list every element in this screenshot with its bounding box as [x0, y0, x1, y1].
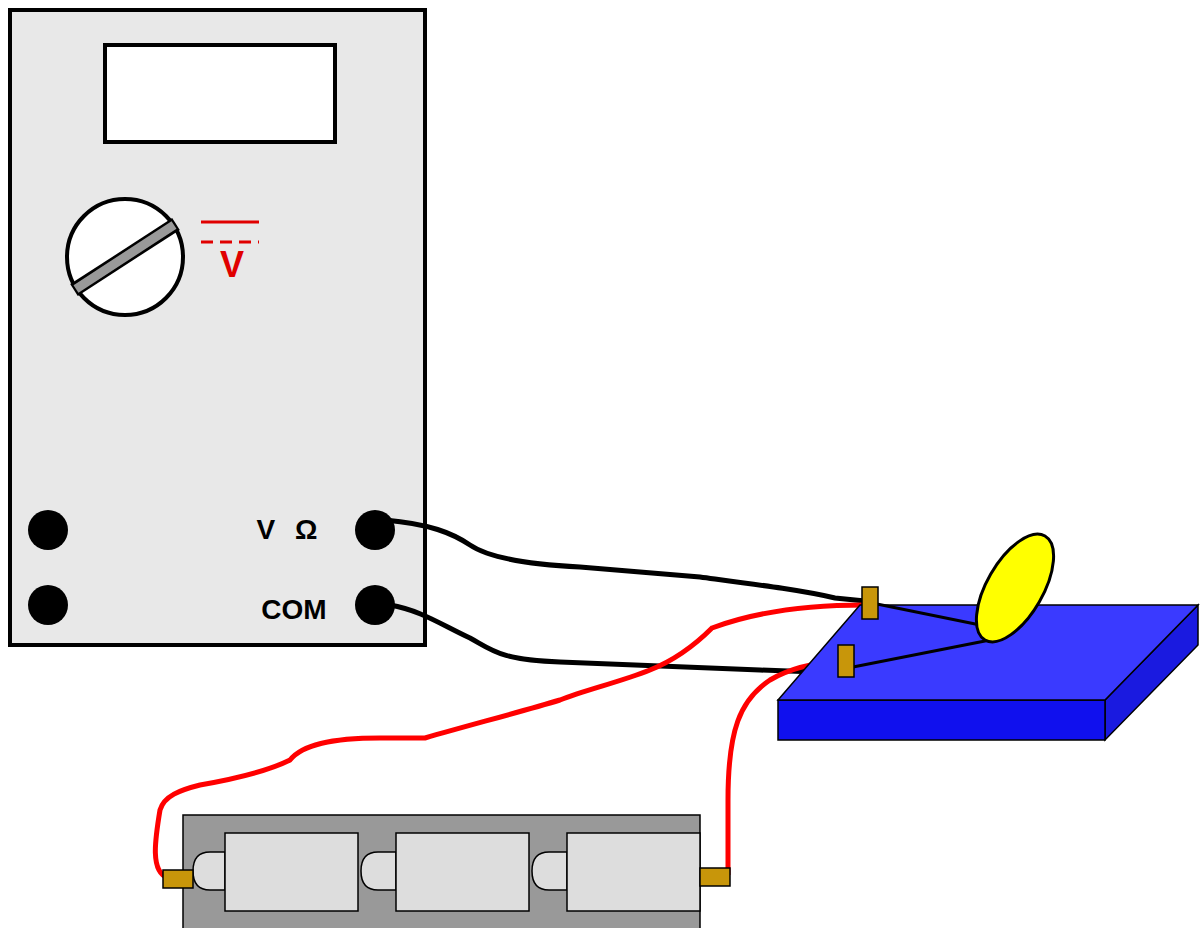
- terminal-jack: [28, 510, 68, 550]
- battery-cell: [225, 833, 358, 911]
- battery-terminal: [163, 870, 193, 888]
- multimeter: V V Ω COM: [10, 10, 425, 645]
- terminal-jack: [28, 585, 68, 625]
- probe-wire: [385, 520, 865, 601]
- multimeter-display: [105, 45, 335, 142]
- dc-symbol: [201, 221, 259, 224]
- terminal-jack: [355, 510, 395, 550]
- selector-dial: [67, 199, 183, 315]
- board-front: [778, 700, 1105, 740]
- dc-symbol: [201, 241, 259, 244]
- terminal-tab: [862, 587, 878, 619]
- probe-wire: [390, 605, 842, 673]
- terminal-jack: [355, 585, 395, 625]
- multimeter-body: [10, 10, 425, 645]
- dial-pointer: [76, 225, 174, 289]
- terminal-label: V Ω: [257, 516, 318, 544]
- battery-cap: [532, 852, 567, 890]
- range-label: V: [220, 247, 244, 283]
- terminal-label: COM: [261, 596, 326, 624]
- battery-cap: [193, 852, 225, 890]
- battery-holder: [183, 815, 700, 928]
- component-lead: [848, 640, 990, 668]
- battery-cell: [396, 833, 529, 911]
- piezo-disc: [961, 522, 1069, 654]
- battery-cap: [361, 852, 396, 890]
- battery-cell: [567, 833, 700, 911]
- component-lead: [872, 603, 990, 627]
- battery-terminal: [700, 868, 730, 886]
- dial-pointer-outline: [74, 224, 176, 290]
- terminal-tab: [838, 645, 854, 677]
